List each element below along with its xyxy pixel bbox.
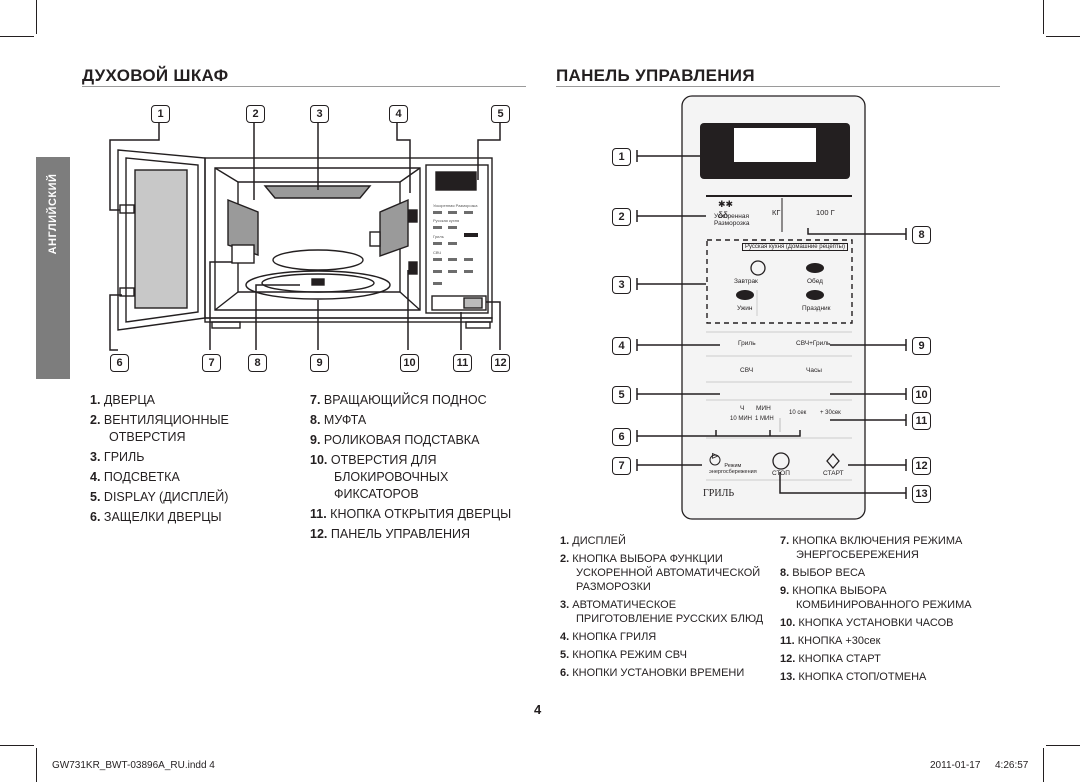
- crop-mark: [1046, 36, 1080, 37]
- 10-min-button[interactable]: 10 МИН: [730, 416, 752, 422]
- footer-time: 4:26:57: [995, 760, 1029, 771]
- lunch-button[interactable]: Обед: [807, 278, 823, 285]
- mw-grill-button[interactable]: СВЧ+Гриль: [796, 340, 831, 347]
- callout-combi: 9: [912, 337, 931, 355]
- callout-coupler: 8: [248, 354, 267, 372]
- 1-min-button[interactable]: 1 МИН: [755, 416, 774, 422]
- callout-start: 12: [912, 457, 931, 475]
- callout-microwave: 5: [612, 386, 631, 404]
- callout-display: 1: [612, 148, 631, 166]
- russian-cuisine-header: Русская кухня (Домашние рецепты): [742, 243, 848, 251]
- crop-mark: [1043, 748, 1044, 782]
- crop-mark: [36, 748, 37, 782]
- crop-mark: [1043, 0, 1044, 34]
- callout-control-panel: 12: [491, 354, 510, 372]
- panel-legend-col2: 7. КНОПКА ВКЛЮЧЕНИЯ РЕЖИМА ЭНЕРГОСБЕРЕЖЕ…: [780, 535, 972, 683]
- oven-legend-col2: 7. ВРАЩАЮЩИЙСЯ ПОДНОС 8. МУФТА 9. РОЛИКО…: [310, 393, 512, 541]
- hour-label: Ч: [740, 405, 745, 412]
- 100g-label: 100 Г: [816, 208, 835, 217]
- crop-mark: [0, 745, 34, 746]
- svg-text:Ускоренная Разморозка: Ускоренная Разморозка: [433, 203, 478, 208]
- panel-legend-col1: 1. ДИСПЛЕЙ 2. КНОПКА ВЫБОРА ФУНКЦИИ УСКО…: [560, 535, 764, 679]
- callout-clock: 10: [912, 386, 931, 404]
- callout-roller-ring: 9: [310, 354, 329, 372]
- svg-text:СВЧ: СВЧ: [433, 250, 441, 255]
- callout-defrost: 2: [612, 208, 631, 226]
- eco-icon: ⊳: [711, 451, 720, 462]
- crop-mark: [0, 36, 34, 37]
- callout-plus30: 11: [912, 412, 931, 430]
- callout-vents: 2: [246, 105, 265, 123]
- microwave-button[interactable]: СВЧ: [740, 367, 754, 374]
- crop-mark: [36, 0, 37, 34]
- callout-eco: 7: [612, 457, 631, 475]
- language-side-tab: [36, 157, 70, 379]
- clock-button[interactable]: Часы: [806, 367, 822, 374]
- callout-door-latches: 6: [110, 354, 129, 372]
- grill-button[interactable]: Гриль: [738, 340, 756, 347]
- control-panel-illustration: [636, 95, 907, 520]
- start-button[interactable]: СТАРТ: [823, 470, 844, 477]
- oven-legend-col1: 1. ДВЕРЦА 2. ВЕНТИЛЯЦИОННЫЕ ОТВЕРСТИЯ 3.…: [90, 393, 229, 524]
- holiday-button[interactable]: Праздник: [802, 305, 831, 312]
- grill-bottom-label: ГРИЛЬ: [703, 488, 735, 499]
- page-number: 4: [534, 702, 542, 717]
- oven-section-title: ДУХОВОЙ ШКАФ: [82, 66, 229, 85]
- breakfast-button[interactable]: Завтрак: [734, 278, 758, 285]
- callout-door-release: 11: [453, 354, 472, 372]
- footer-filename: GW731KR_BWT-03896A_RU.indd 4: [52, 760, 215, 771]
- callout-display: 5: [491, 105, 510, 123]
- callout-interlock-holes: 10: [400, 354, 419, 372]
- control-panel-section-title: ПАНЕЛЬ УПРАВЛЕНИЯ: [556, 66, 755, 85]
- kg-label: КГ: [772, 208, 781, 217]
- dinner-button[interactable]: Ужин: [737, 305, 753, 312]
- callout-grill: 3: [310, 105, 329, 123]
- oven-illustration: Ускоренная Разморозка Русская кухня Грил…: [109, 118, 501, 351]
- svg-text:Русская кухня: Русская кухня: [433, 218, 459, 223]
- callout-time: 6: [612, 428, 631, 446]
- title-rule: [82, 86, 526, 87]
- callout-grill: 4: [612, 337, 631, 355]
- callout-stop: 13: [912, 485, 931, 503]
- plus-30-sec-button[interactable]: + 30сек: [820, 410, 841, 416]
- 10-sec-button[interactable]: 10 сек: [789, 410, 807, 416]
- stop-button[interactable]: СТОП: [772, 470, 790, 477]
- svg-text:Гриль: Гриль: [433, 234, 444, 239]
- title-rule: [556, 86, 1000, 87]
- minute-label: МИН: [756, 405, 771, 412]
- callout-door: 1: [151, 105, 170, 123]
- callout-weight: 8: [912, 226, 931, 244]
- callout-light: 4: [389, 105, 408, 123]
- crop-mark: [1046, 745, 1080, 746]
- footer-date: 2011-01-17: [930, 760, 981, 771]
- callout-turntable: 7: [202, 354, 221, 372]
- defrost-icon: ✱✱δδ: [718, 199, 734, 220]
- callout-russian-cuisine: 3: [612, 276, 631, 294]
- language-side-tab-label: АНГЛИЙСКИЙ: [47, 173, 59, 255]
